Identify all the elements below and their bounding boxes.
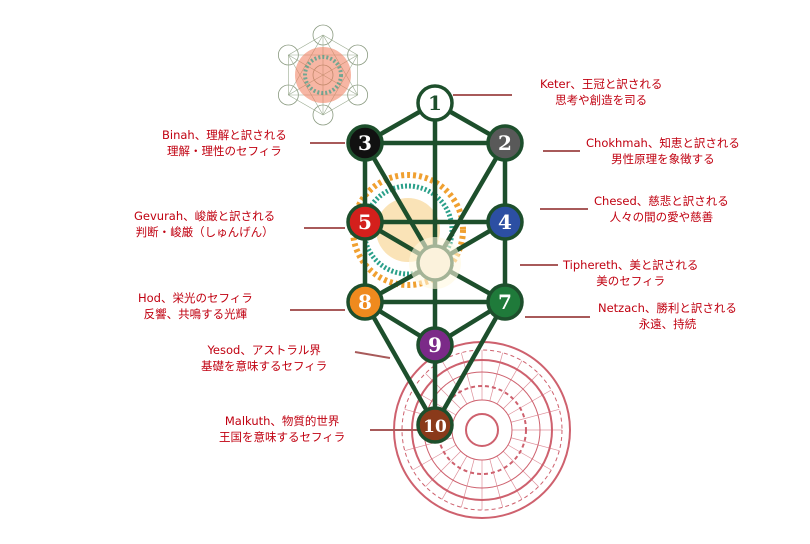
red-mandala-spoke: [489, 458, 504, 508]
label-gevurah: Gevurah、峻厳と訳される判断・峻厳（しゅんげん）: [134, 209, 276, 239]
sephira-chokhmah: 2: [486, 124, 524, 162]
red-mandala-ring: [451, 399, 513, 461]
red-mandala-spoke: [496, 360, 523, 405]
sephira-netzach: 7: [486, 283, 524, 321]
red-mandala-spoke: [441, 455, 468, 500]
red-mandala-spoke: [510, 408, 560, 423]
sephira-chesed: 4: [486, 203, 524, 241]
path-7-10: [433, 300, 507, 427]
sephira-circle: [346, 283, 384, 321]
sephira-tiphereth: [409, 237, 461, 289]
red-mandala-spoke: [507, 389, 552, 416]
metatron-cube-decoration: [277, 24, 369, 126]
red-mandala-spoke: [460, 458, 475, 508]
sephira-number: 9: [428, 333, 442, 357]
sephira-number: 10: [423, 417, 447, 437]
label-connector: [354, 351, 391, 359]
sephira-circle: [416, 406, 454, 444]
label-binah: Binah、理解と訳される理解・理性のセフィラ: [162, 128, 287, 158]
label-tiphereth: Tiphereth、美と訳される美のセフィラ: [563, 258, 699, 288]
red-mandala-spoke: [502, 450, 539, 487]
sephira-malkuth: 10: [416, 406, 454, 444]
red-mandala-spoke: [502, 373, 539, 410]
red-mandala-spoke: [460, 352, 475, 402]
label-malkuth: Malkuth、物質的世界王国を意味するセフィラ: [219, 414, 346, 444]
label-chesed: Chesed、慈悲と訳される人々の間の愛や慈善: [594, 194, 729, 224]
sephira-number: 8: [358, 290, 372, 314]
sephira-hod: 8: [346, 283, 384, 321]
metatron-line: [288, 34, 324, 56]
label-chokhmah: Chokhmah、知恵と訳される男性原理を象徴する: [586, 136, 740, 166]
metatron-mandala-ring: [303, 55, 343, 95]
metatron-mandala: [295, 47, 351, 103]
red-mandala-spoke: [489, 352, 504, 402]
sephira-circle: [486, 283, 524, 321]
sephira-number: 7: [498, 290, 512, 314]
red-mandala-ring: [465, 413, 499, 447]
red-mandala-spoke: [496, 455, 523, 500]
sephira-circle: [486, 203, 524, 241]
sephira-circle: [346, 124, 384, 162]
glow: [409, 237, 461, 289]
sephira-keter: 1: [416, 84, 454, 122]
sephira-number: 3: [358, 131, 372, 155]
red-mandala-spoke: [441, 360, 468, 405]
sephira-gevurah: 5: [346, 203, 384, 241]
sephira-circle: [416, 326, 454, 364]
orange-mandala-ring: [350, 172, 466, 288]
label-hod: Hod、栄光のセフィラ反響、共鳴する光輝: [138, 291, 253, 321]
red-mandala-spoke: [507, 444, 552, 471]
sephira-number: 4: [498, 210, 512, 234]
metatron-line: [322, 34, 358, 56]
metatron-line: [288, 94, 324, 116]
label-keter: Keter、王冠と訳される思考や創造を司る: [540, 77, 663, 107]
sephira-circle: [416, 84, 454, 122]
sephira-binah: 3: [346, 124, 384, 162]
sephira-circle: [486, 124, 524, 162]
label-yesod: Yesod、アストラル界基礎を意味するセフィラ: [201, 343, 328, 373]
red-mandala-spoke: [510, 437, 560, 452]
label-netzach: Netzach、勝利と訳される永遠、持続: [598, 301, 737, 331]
metatron-line: [322, 94, 358, 116]
red-mandala-spoke: [425, 450, 462, 487]
sephira-number: 2: [498, 131, 512, 155]
sephira-circle: [346, 203, 384, 241]
sephira-number: 5: [358, 210, 372, 234]
path-8-10: [363, 300, 437, 427]
sephira-number: 1: [428, 91, 442, 115]
red-mandala-spoke: [425, 373, 462, 410]
red-mandala-spoke: [412, 444, 457, 471]
sephira-yesod: 9: [416, 326, 454, 364]
